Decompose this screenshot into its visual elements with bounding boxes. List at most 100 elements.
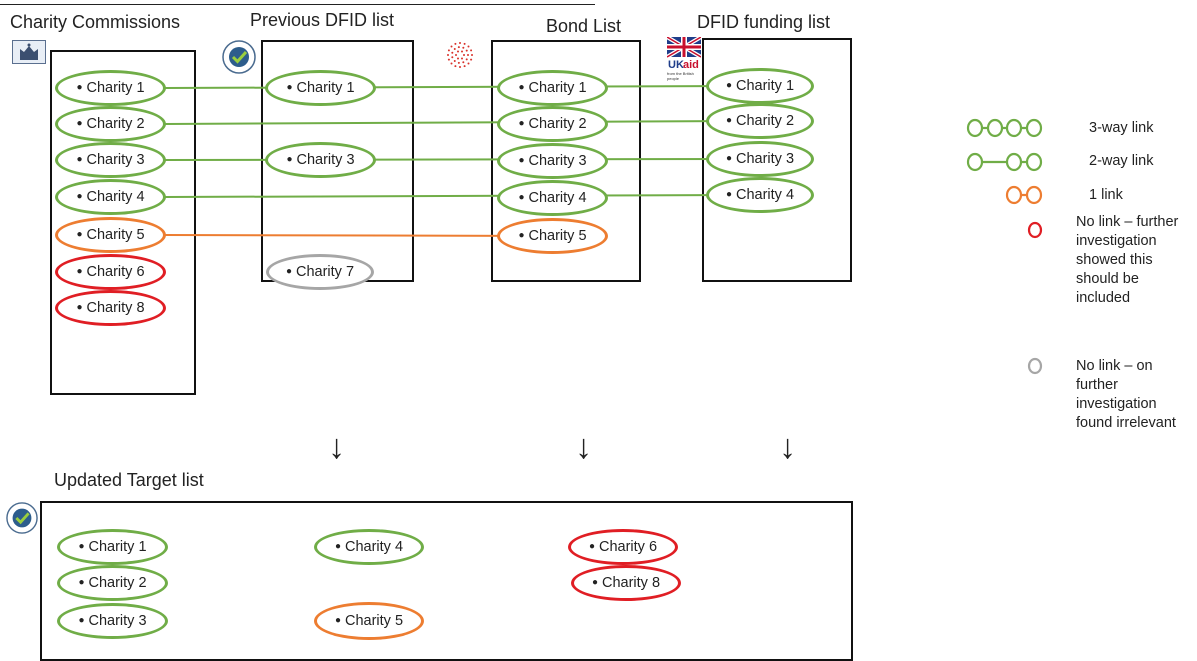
ut-item-2-label: Charity 2 xyxy=(88,575,147,591)
bond-dot xyxy=(453,47,456,50)
legend-three-way-symbol xyxy=(966,118,1043,138)
link-charity-5 xyxy=(164,234,561,237)
bond-dot xyxy=(450,45,453,48)
bond-dot xyxy=(462,61,465,64)
df-item-2: ●Charity 2 xyxy=(706,103,814,139)
bond-item-3-label: Charity 3 xyxy=(528,153,587,169)
legend-two-way: 2-way link xyxy=(1089,153,1154,169)
ut-item-6: ●Charity 6 xyxy=(568,529,678,565)
cc-item-1: ●Charity 1 xyxy=(55,70,166,106)
bond-dot xyxy=(462,46,465,49)
cc-item-5: ●Charity 5 xyxy=(55,217,166,253)
pd-item-1-label: Charity 1 xyxy=(296,80,355,96)
bond-dot xyxy=(454,65,457,68)
column-title-bond: Bond List xyxy=(546,16,622,36)
bond-dot xyxy=(470,58,473,61)
bond-dot xyxy=(451,56,454,59)
df-item-3: ●Charity 3 xyxy=(706,141,814,177)
bond-dot xyxy=(461,57,463,60)
bond-dot xyxy=(461,50,463,53)
bond-dot xyxy=(463,42,466,45)
df-item-1: ●Charity 1 xyxy=(706,68,814,104)
ut-item-3: ●Charity 3 xyxy=(57,603,168,639)
pd-item-1: ●Charity 1 xyxy=(265,70,376,106)
cc-item-2: ●Charity 2 xyxy=(55,106,166,142)
bond-dot xyxy=(463,65,466,68)
bond-dot xyxy=(457,50,459,53)
bond-dot xyxy=(470,49,473,52)
cc-item-5-label: Charity 5 xyxy=(86,227,145,243)
pd-item-3: ●Charity 7 xyxy=(266,254,374,290)
bond-dots-icon xyxy=(447,42,473,68)
cc-item-3: ●Charity 3 xyxy=(55,142,166,178)
legend-grey-circle-icon xyxy=(1027,357,1043,375)
ut-item-4: ●Charity 4 xyxy=(314,529,424,565)
cc-item-7-label: Charity 8 xyxy=(86,300,145,316)
bond-dot xyxy=(450,62,453,65)
column-title-dfid-funding: DFID funding list xyxy=(697,12,831,32)
cc-item-4-label: Charity 4 xyxy=(86,189,145,205)
updated-target-title: Updated Target list xyxy=(54,470,204,490)
cc-item-6-label: Charity 6 xyxy=(86,264,145,280)
legend-no-link-red: No link – further investigation showed t… xyxy=(1076,214,1179,306)
cc-item-7: ●Charity 8 xyxy=(55,290,166,326)
legend-one-link: 1 link xyxy=(1089,187,1123,203)
bond-dot xyxy=(447,49,450,52)
bond-dot xyxy=(459,66,461,68)
top-rule xyxy=(0,0,595,5)
ut-item-6-label: Charity 6 xyxy=(599,539,658,555)
bond-dot xyxy=(467,62,470,65)
ut-item-5: ●Charity 5 xyxy=(314,602,424,640)
ukaid-tagline: from the British people xyxy=(667,71,694,81)
updated-target-box xyxy=(40,501,853,661)
bond-item-5-label: Charity 5 xyxy=(528,228,587,244)
bond-dot xyxy=(465,49,468,52)
bond-dot xyxy=(457,57,459,60)
bond-item-2-label: Charity 2 xyxy=(528,116,587,132)
link-charity-1 xyxy=(164,85,741,89)
bond-dot xyxy=(463,54,465,56)
pd-item-2-label: Charity 3 xyxy=(296,152,355,168)
union-flag-icon: UK aid xyxy=(667,37,701,71)
cc-item-4: ●Charity 4 xyxy=(55,179,166,215)
df-item-3-label: Charity 3 xyxy=(736,151,795,167)
pd-item-3-label: Charity 7 xyxy=(296,264,355,280)
ut-item-3-label: Charity 3 xyxy=(88,613,147,629)
ut-item-7-label: Charity 8 xyxy=(602,575,661,591)
legend-one-link-symbol xyxy=(1005,185,1043,205)
bond-dot xyxy=(447,54,449,56)
bond-dot xyxy=(457,61,460,64)
ut-item-4-label: Charity 4 xyxy=(345,539,404,555)
down-arrow-icon: ↓ xyxy=(779,428,796,466)
column-title-previous-dfid: Previous DFID list xyxy=(250,10,395,30)
legend-red-circle-icon xyxy=(1027,221,1043,239)
bond-item-5: ●Charity 5 xyxy=(497,218,608,254)
bond-item-4-label: Charity 4 xyxy=(528,190,587,206)
legend-two-way-symbol xyxy=(966,152,1043,172)
bond-dot xyxy=(451,51,454,54)
bond-dot xyxy=(467,45,470,48)
legend-no-link-grey: No link – on further investigation found… xyxy=(1076,358,1176,431)
legend-symbols xyxy=(966,118,1043,205)
bond-dot xyxy=(471,54,473,56)
bond-item-4: ●Charity 4 xyxy=(497,180,608,216)
cc-item-2-label: Charity 2 xyxy=(86,116,145,132)
bond-dot xyxy=(457,46,460,49)
bond-dot xyxy=(467,54,469,56)
national-statistics-icon xyxy=(6,502,38,534)
ut-item-1: ●Charity 1 xyxy=(57,529,168,565)
crown-icon xyxy=(12,40,46,64)
df-item-1-label: Charity 1 xyxy=(736,78,795,94)
legend-three-way: 3-way link xyxy=(1089,120,1154,136)
down-arrow-icon: ↓ xyxy=(575,428,592,466)
column-title-charity-commissions: Charity Commissions xyxy=(10,12,181,32)
cc-item-1-label: Charity 1 xyxy=(86,80,145,96)
link-charity-3 xyxy=(164,158,741,161)
svg-text:aid: aid xyxy=(683,59,699,71)
bond-dot xyxy=(459,42,461,44)
svg-text:UK: UK xyxy=(668,59,684,71)
df-item-4: ●Charity 4 xyxy=(706,177,814,213)
cc-item-3-label: Charity 3 xyxy=(86,152,145,168)
